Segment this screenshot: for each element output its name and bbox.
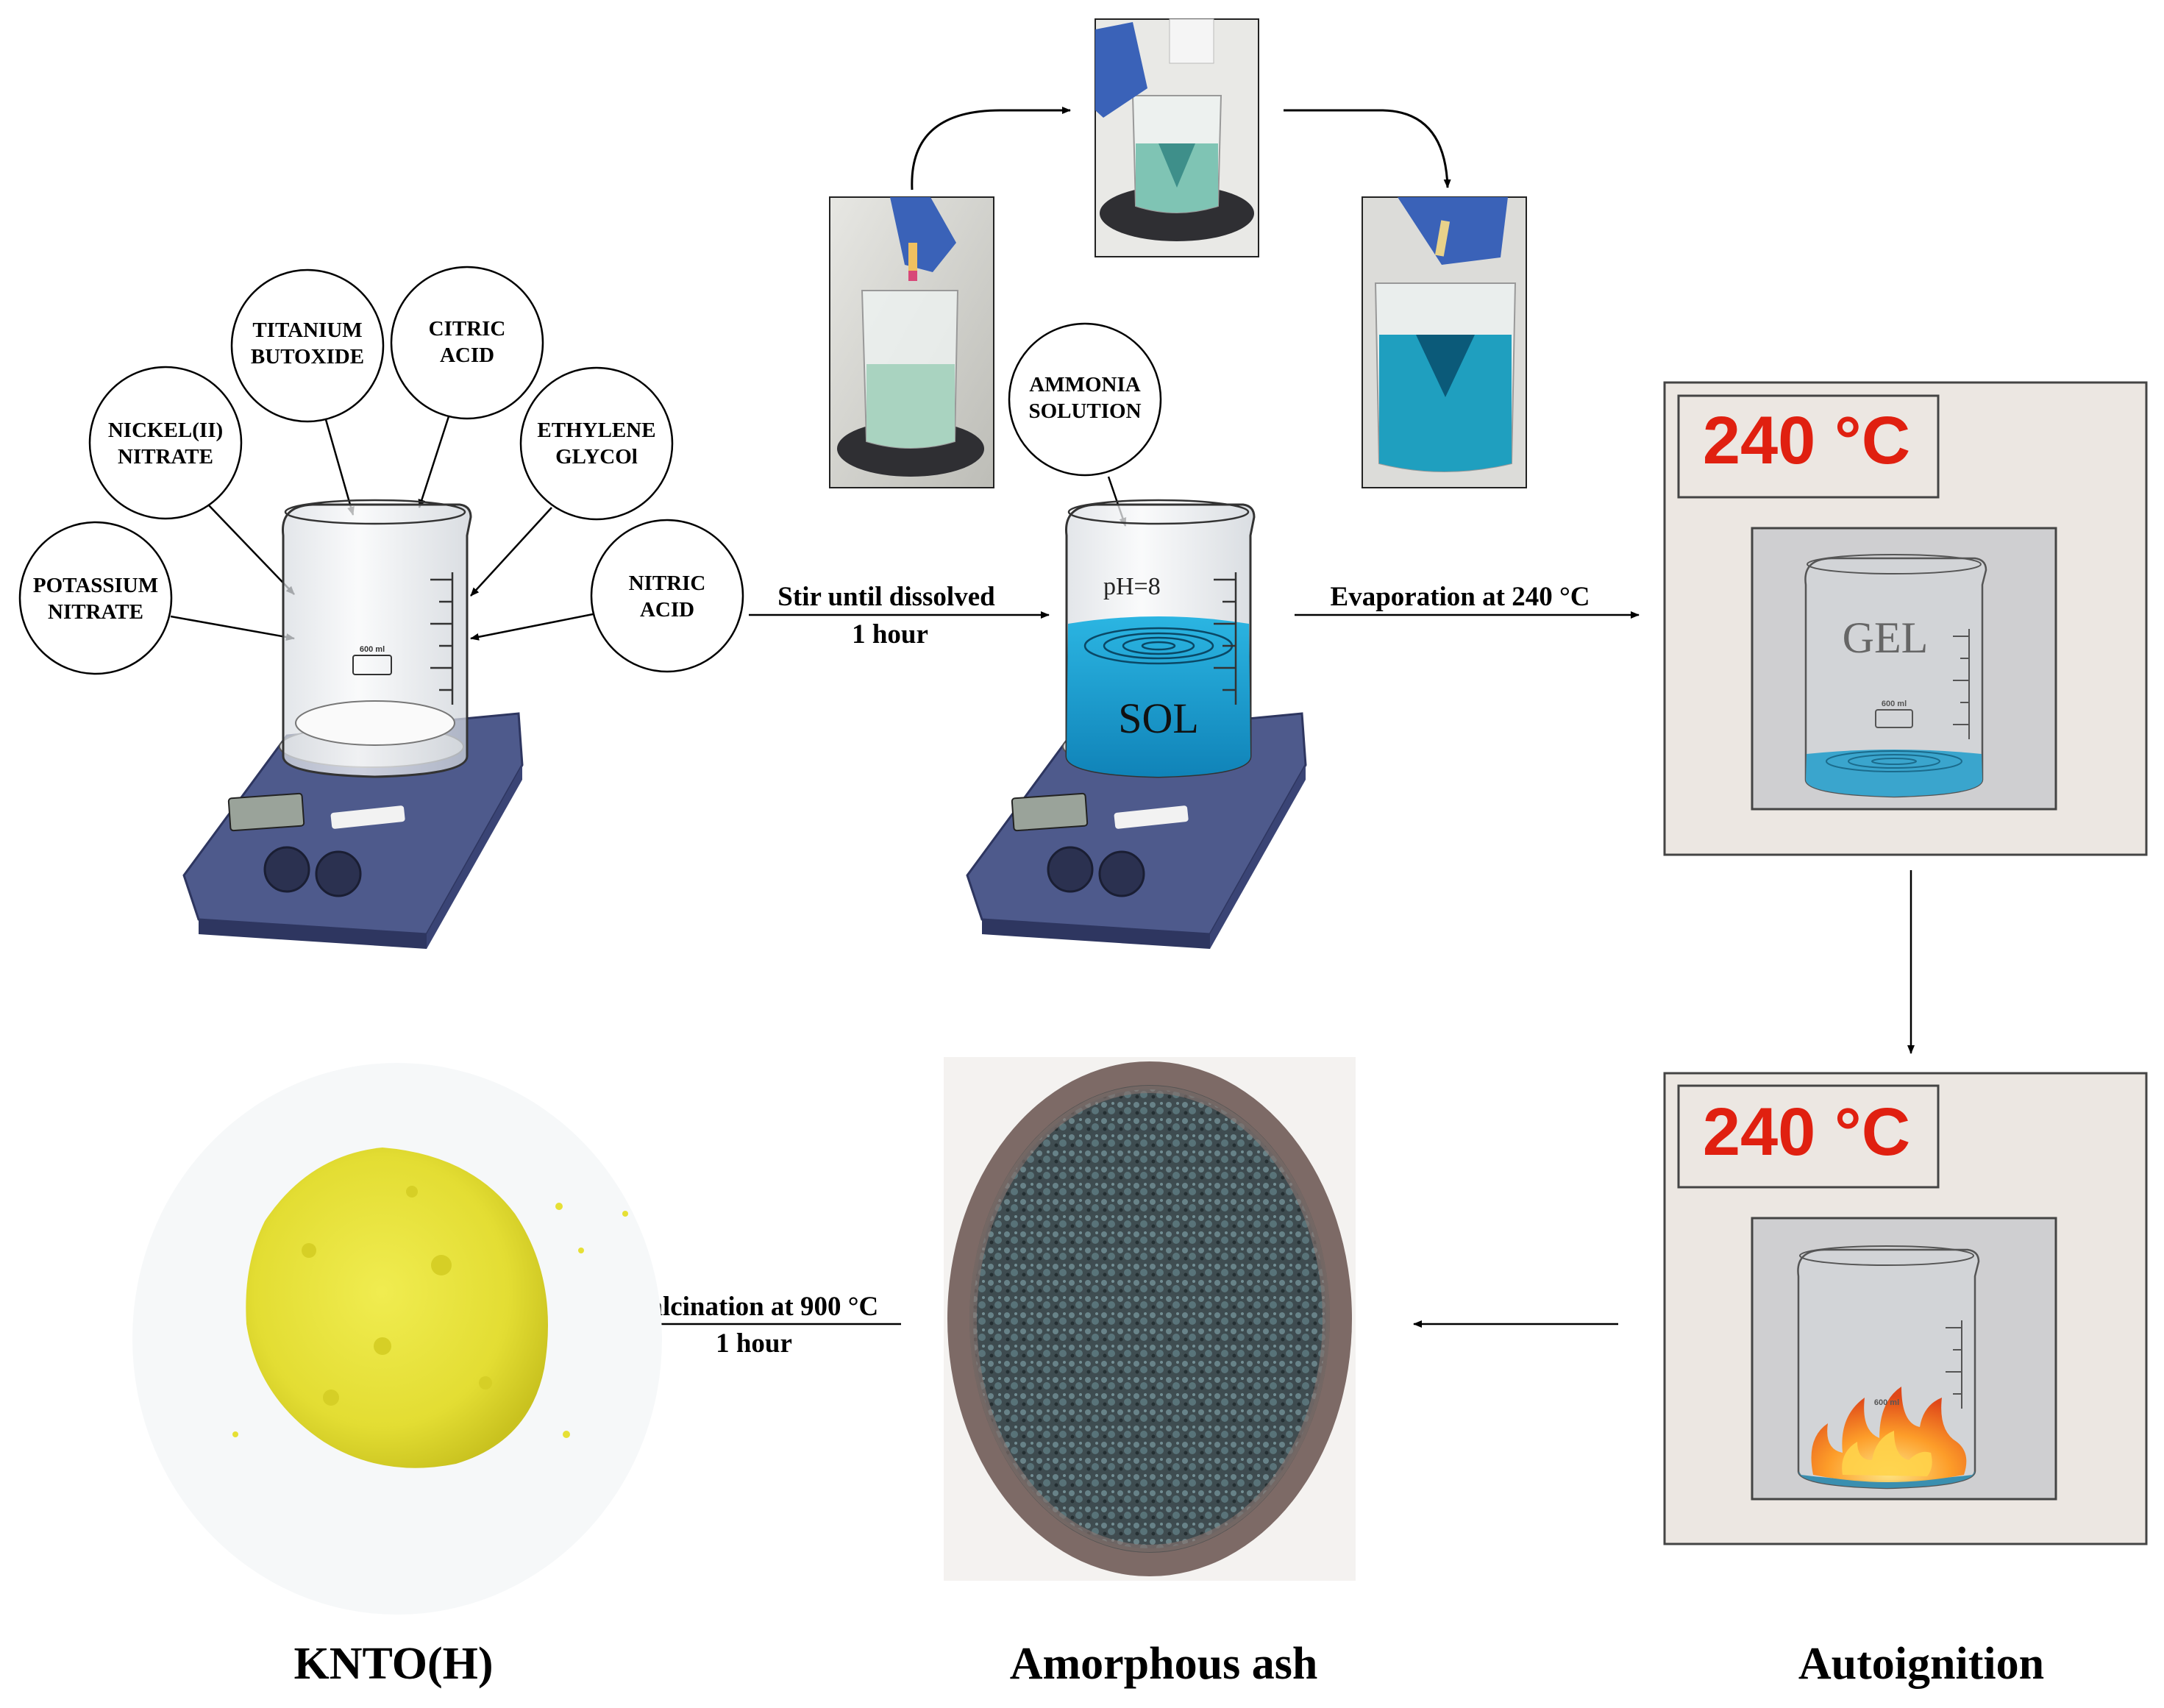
- beaker-sol-icon: pH=8 SOL: [1065, 499, 1256, 778]
- sol-label: SOL: [1118, 694, 1199, 742]
- reagent-nitric-acid: NITRIC ACID: [590, 519, 744, 673]
- reagent-label-line2: NITRATE: [118, 445, 213, 469]
- reagent-label-line1: POTASSIUM: [33, 574, 158, 597]
- ammonia-label-line1: AMMONIA: [1029, 373, 1140, 396]
- beaker-gel-icon: 600 ml GEL: [1804, 554, 1987, 798]
- reagent-arrows: [170, 411, 594, 641]
- photo-ammonia-addition: [1095, 18, 1259, 257]
- step-calcination-duration: 1 hour: [716, 1328, 792, 1359]
- ammonia-label-line2: SOLUTION: [1028, 399, 1141, 423]
- reagent-label-line2: NITRATE: [48, 600, 143, 624]
- beaker-volume-label: 600 ml: [1882, 700, 1907, 708]
- oven-gel-temperature: 240 °C: [1703, 403, 1910, 478]
- step-stir-label: Stir until dissolved: [777, 582, 995, 612]
- reagent-nickel-nitrate: NICKEL(II) NITRATE: [88, 366, 243, 520]
- beaker-volume-label: 600 ml: [360, 645, 385, 654]
- reagent-ethylene-glycol: ETHYLENE GLYCOl: [519, 366, 674, 521]
- ph-label: pH=8: [1103, 573, 1161, 600]
- step-calcination: Calcination at 900 °C 1 hour: [597, 1292, 901, 1359]
- reagent-titanium-butoxide: TITANIUM BUTOXIDE: [230, 268, 385, 423]
- step-calcination-label: Calcination at 900 °C: [630, 1292, 879, 1322]
- product-knto-label: KNTO(H): [294, 1639, 494, 1689]
- gel-label: GEL: [1843, 613, 1929, 662]
- oven-ignition-temperature: 240 °C: [1703, 1095, 1910, 1170]
- beaker-icon: 600 ml: [282, 499, 472, 778]
- photo-ph-before: [829, 196, 994, 488]
- reagent-ammonia-solution: AMMONIA SOLUTION: [1008, 322, 1162, 477]
- flame-icon: [1811, 1387, 1967, 1482]
- photo-ph-after: [1362, 196, 1527, 488]
- reagent-label-line1: ETHYLENE: [537, 419, 655, 442]
- beaker-ignition-icon: 600 ml: [1797, 1245, 1980, 1490]
- reagent-label-line1: NITRIC: [629, 572, 706, 595]
- reagent-label-line1: TITANIUM: [252, 319, 362, 342]
- step-stir-duration: 1 hour: [852, 619, 928, 650]
- beaker-volume-label: 600 ml: [1874, 1398, 1899, 1407]
- reagent-label-line1: NICKEL(II): [108, 419, 223, 442]
- oven-autoignition-panel: 240 °C 600 ml: [1663, 1072, 2148, 1545]
- reagent-label-line2: ACID: [440, 344, 494, 367]
- reagent-citric-acid: CITRIC ACID: [390, 266, 544, 420]
- photo-flow-arrows: [911, 107, 1451, 191]
- reagent-label-line2: ACID: [640, 598, 694, 622]
- step-evaporation: Evaporation at 240 °C: [1295, 582, 1640, 619]
- reagent-potassium-nitrate: POTASSIUM NITRATE: [18, 521, 173, 675]
- step-stir: Stir until dissolved 1 hour: [749, 582, 1050, 650]
- ash-photo: [944, 1057, 1356, 1581]
- reagent-label-line2: GLYCOl: [555, 445, 638, 469]
- reagent-label-line2: BUTOXIDE: [251, 345, 364, 369]
- product-ash-label: Amorphous ash: [1010, 1639, 1318, 1689]
- oven-gel-panel: 240 °C 600 ml GEL: [1663, 381, 2148, 856]
- product-autoignition-label: Autoignition: [1798, 1639, 2044, 1689]
- knto-powder-photo: [132, 1063, 662, 1615]
- reagent-label-line1: CITRIC: [429, 317, 506, 341]
- step-evaporation-label: Evaporation at 240 °C: [1331, 582, 1590, 612]
